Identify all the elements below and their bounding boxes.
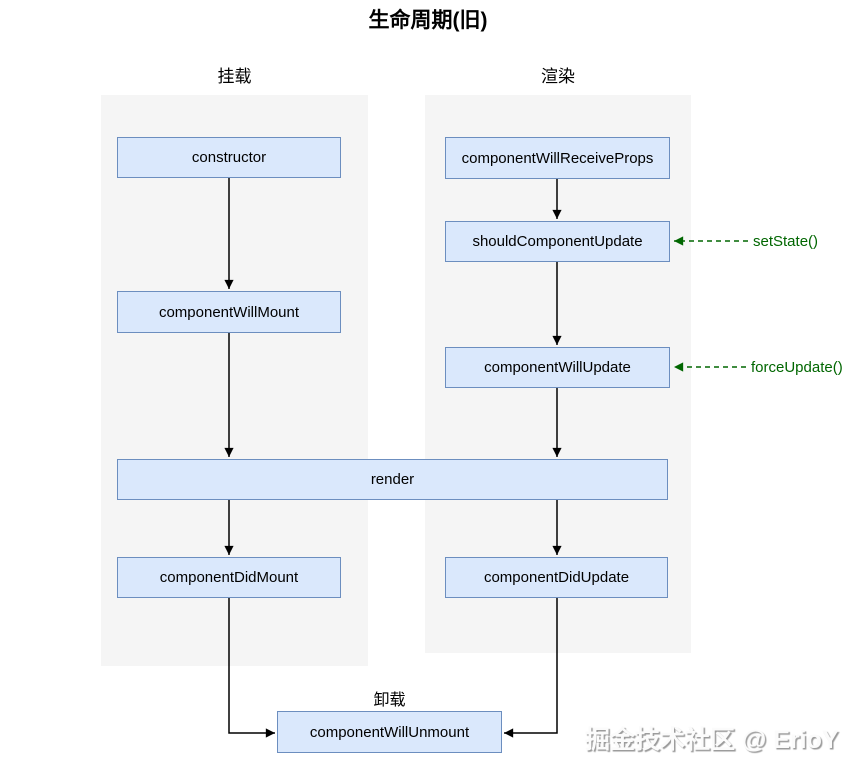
page-title: 生命周期(旧): [368, 9, 488, 32]
node-component-will-mount: componentWillMount: [117, 291, 341, 333]
node-render: render: [117, 459, 668, 500]
node-constructor: constructor: [117, 137, 341, 178]
force-update-trigger-label: forceUpdate(): [751, 359, 843, 376]
node-component-will-update: componentWillUpdate: [445, 347, 670, 388]
node-should-component-update: shouldComponentUpdate: [445, 221, 670, 262]
render-column-header: 渲染: [541, 67, 575, 86]
node-component-will-receive-props: componentWillReceiveProps: [445, 137, 670, 179]
mount-column-header: 挂载: [217, 67, 252, 86]
unmount-section-header: 卸载: [373, 692, 406, 709]
watermark: 掘金技术社区 @ ErioY: [585, 726, 839, 754]
node-component-did-update: componentDidUpdate: [445, 557, 668, 598]
node-component-will-unmount: componentWillUnmount: [277, 711, 502, 753]
set-state-trigger-label: setState(): [753, 233, 819, 250]
node-component-did-mount: componentDidMount: [117, 557, 341, 598]
